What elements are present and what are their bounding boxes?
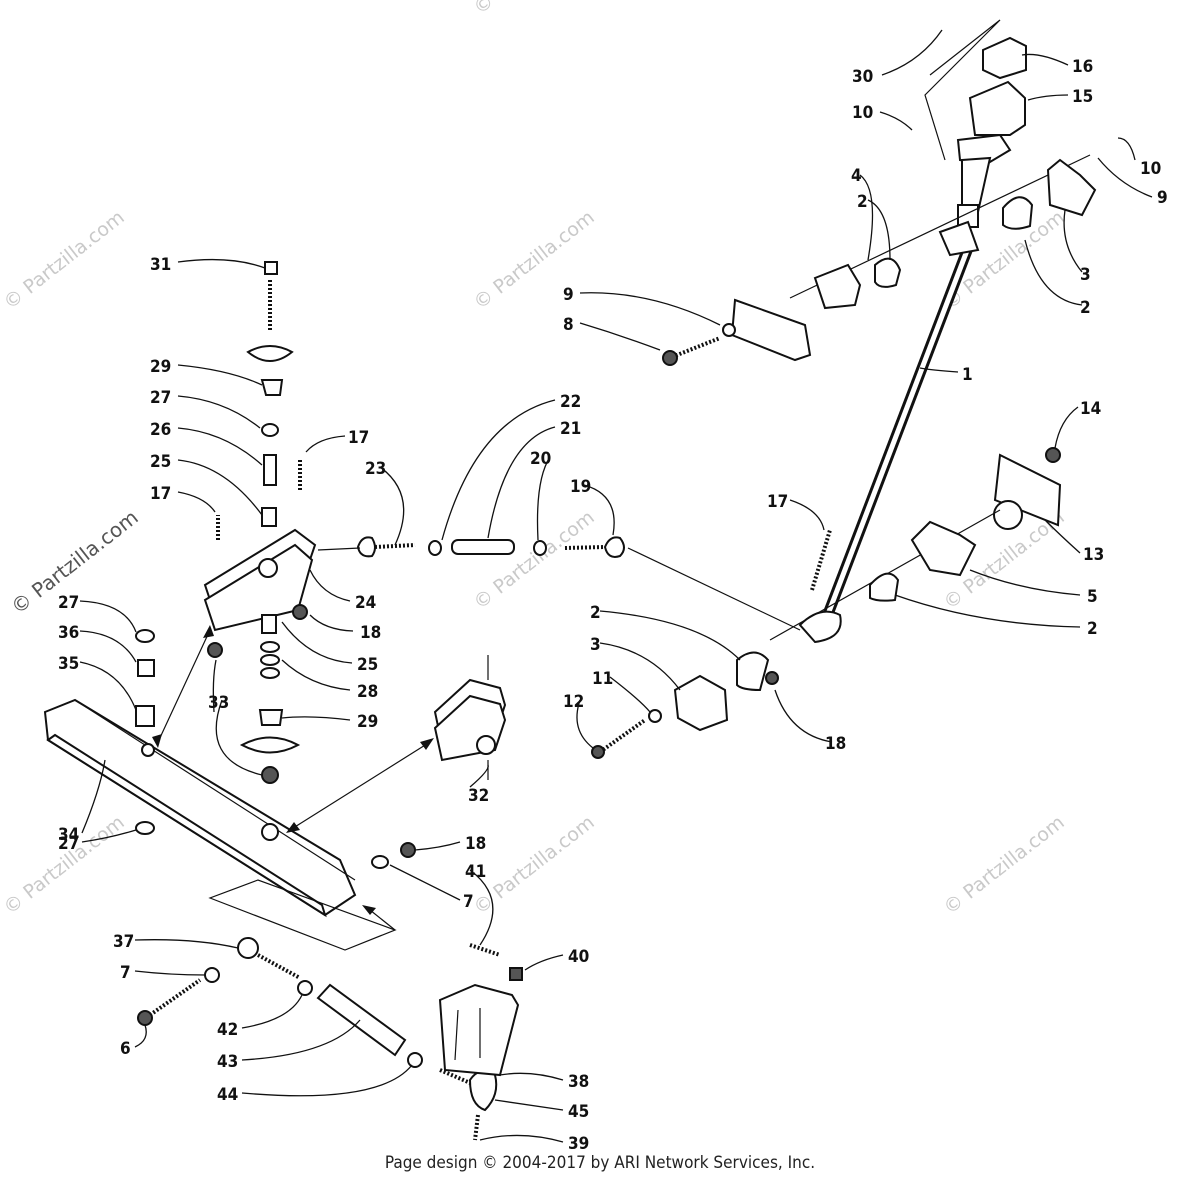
callout-28[interactable]: 28	[357, 682, 378, 702]
callout-23[interactable]: 23	[365, 459, 386, 479]
watermark: © Partzilla.com	[470, 506, 599, 614]
watermark: © Partzilla.com	[940, 811, 1069, 919]
callout-7[interactable]: 7	[463, 892, 474, 912]
callout-33[interactable]: 33	[208, 693, 229, 713]
handlebar-cap	[982, 36, 1027, 80]
callout-9[interactable]: 9	[1157, 188, 1168, 208]
callout-45[interactable]: 45	[568, 1102, 589, 1122]
parts	[43, 36, 1097, 1141]
callout-42[interactable]: 42	[217, 1020, 238, 1040]
callout-18[interactable]: 18	[465, 834, 486, 854]
callout-21[interactable]: 21	[560, 419, 581, 439]
callout-2[interactable]: 2	[857, 192, 868, 212]
callout-12[interactable]: 12	[563, 692, 584, 712]
callout-7[interactable]: 7	[120, 963, 131, 983]
callout-15[interactable]: 15	[1072, 87, 1093, 107]
steering-post	[798, 133, 1012, 644]
watermark: © Partzilla.com	[0, 206, 129, 314]
callout-31[interactable]: 31	[150, 255, 171, 275]
callout-25[interactable]: 25	[150, 452, 171, 472]
callout-6[interactable]: 6	[120, 1039, 131, 1059]
leaders	[79, 29, 1153, 1143]
callout-18[interactable]: 18	[360, 623, 381, 643]
callout-34[interactable]: 34	[58, 825, 79, 845]
callout-17[interactable]: 17	[348, 428, 369, 448]
callout-37[interactable]: 37	[113, 932, 134, 952]
copyright-footer: Page design © 2004-2017 by ARI Network S…	[384, 1153, 816, 1173]
callout-17[interactable]: 17	[150, 484, 171, 504]
callout-43[interactable]: 43	[217, 1052, 238, 1072]
callout-8[interactable]: 8	[563, 315, 574, 335]
callout-17[interactable]: 17	[767, 492, 788, 512]
handlebar-block	[968, 80, 1026, 136]
watermark: © Partzilla.com	[470, 811, 599, 919]
callout-10[interactable]: 10	[1140, 159, 1161, 179]
callout-24[interactable]: 24	[355, 593, 376, 613]
callout-11[interactable]: 11	[592, 669, 613, 689]
callout-44[interactable]: 44	[217, 1085, 238, 1105]
callout-35[interactable]: 35	[58, 654, 79, 674]
callout-22[interactable]: 22	[560, 392, 581, 412]
callout-41[interactable]: 41	[465, 862, 486, 882]
callout-5[interactable]: 5	[1087, 587, 1098, 607]
callout-19[interactable]: 19	[570, 477, 591, 497]
callout-3[interactable]: 3	[1080, 265, 1091, 285]
watermark: © Partzilla.com	[470, 0, 599, 19]
callout-27[interactable]: 27	[150, 388, 171, 408]
callout-30[interactable]: 30	[852, 67, 873, 87]
callout-14[interactable]: 14	[1080, 399, 1101, 419]
callout-2[interactable]: 2	[1087, 619, 1098, 639]
callout-39[interactable]: 39	[568, 1134, 589, 1154]
callout-32[interactable]: 32	[468, 786, 489, 806]
break-line	[924, 19, 1001, 161]
callout-27[interactable]: 27	[58, 834, 79, 854]
callout-29[interactable]: 29	[357, 712, 378, 732]
callout-29[interactable]: 29	[150, 357, 171, 377]
callout-10[interactable]: 10	[852, 103, 873, 123]
callout-16[interactable]: 16	[1072, 57, 1093, 77]
callout-20[interactable]: 20	[530, 449, 551, 469]
callout-1[interactable]: 1	[962, 365, 973, 385]
callout-3[interactable]: 3	[590, 635, 601, 655]
callout-36[interactable]: 36	[58, 623, 79, 643]
callout-13[interactable]: 13	[1083, 545, 1104, 565]
callout-25[interactable]: 25	[357, 655, 378, 675]
callout-9[interactable]: 9	[563, 285, 574, 305]
callout-2[interactable]: 2	[590, 603, 601, 623]
callout-40[interactable]: 40	[568, 947, 589, 967]
watermark: © Partzilla.com	[470, 206, 599, 314]
callout-18[interactable]: 18	[825, 734, 846, 754]
callout-27[interactable]: 27	[58, 593, 79, 613]
callout-2[interactable]: 2	[1080, 298, 1091, 318]
callout-26[interactable]: 26	[150, 420, 171, 440]
callout-38[interactable]: 38	[568, 1072, 589, 1092]
callout-4[interactable]: 4	[851, 166, 862, 186]
callouts: 30 16 15 10 10 9 4 2 3 2 9 8 1 31 29 27 …	[58, 57, 1168, 1154]
